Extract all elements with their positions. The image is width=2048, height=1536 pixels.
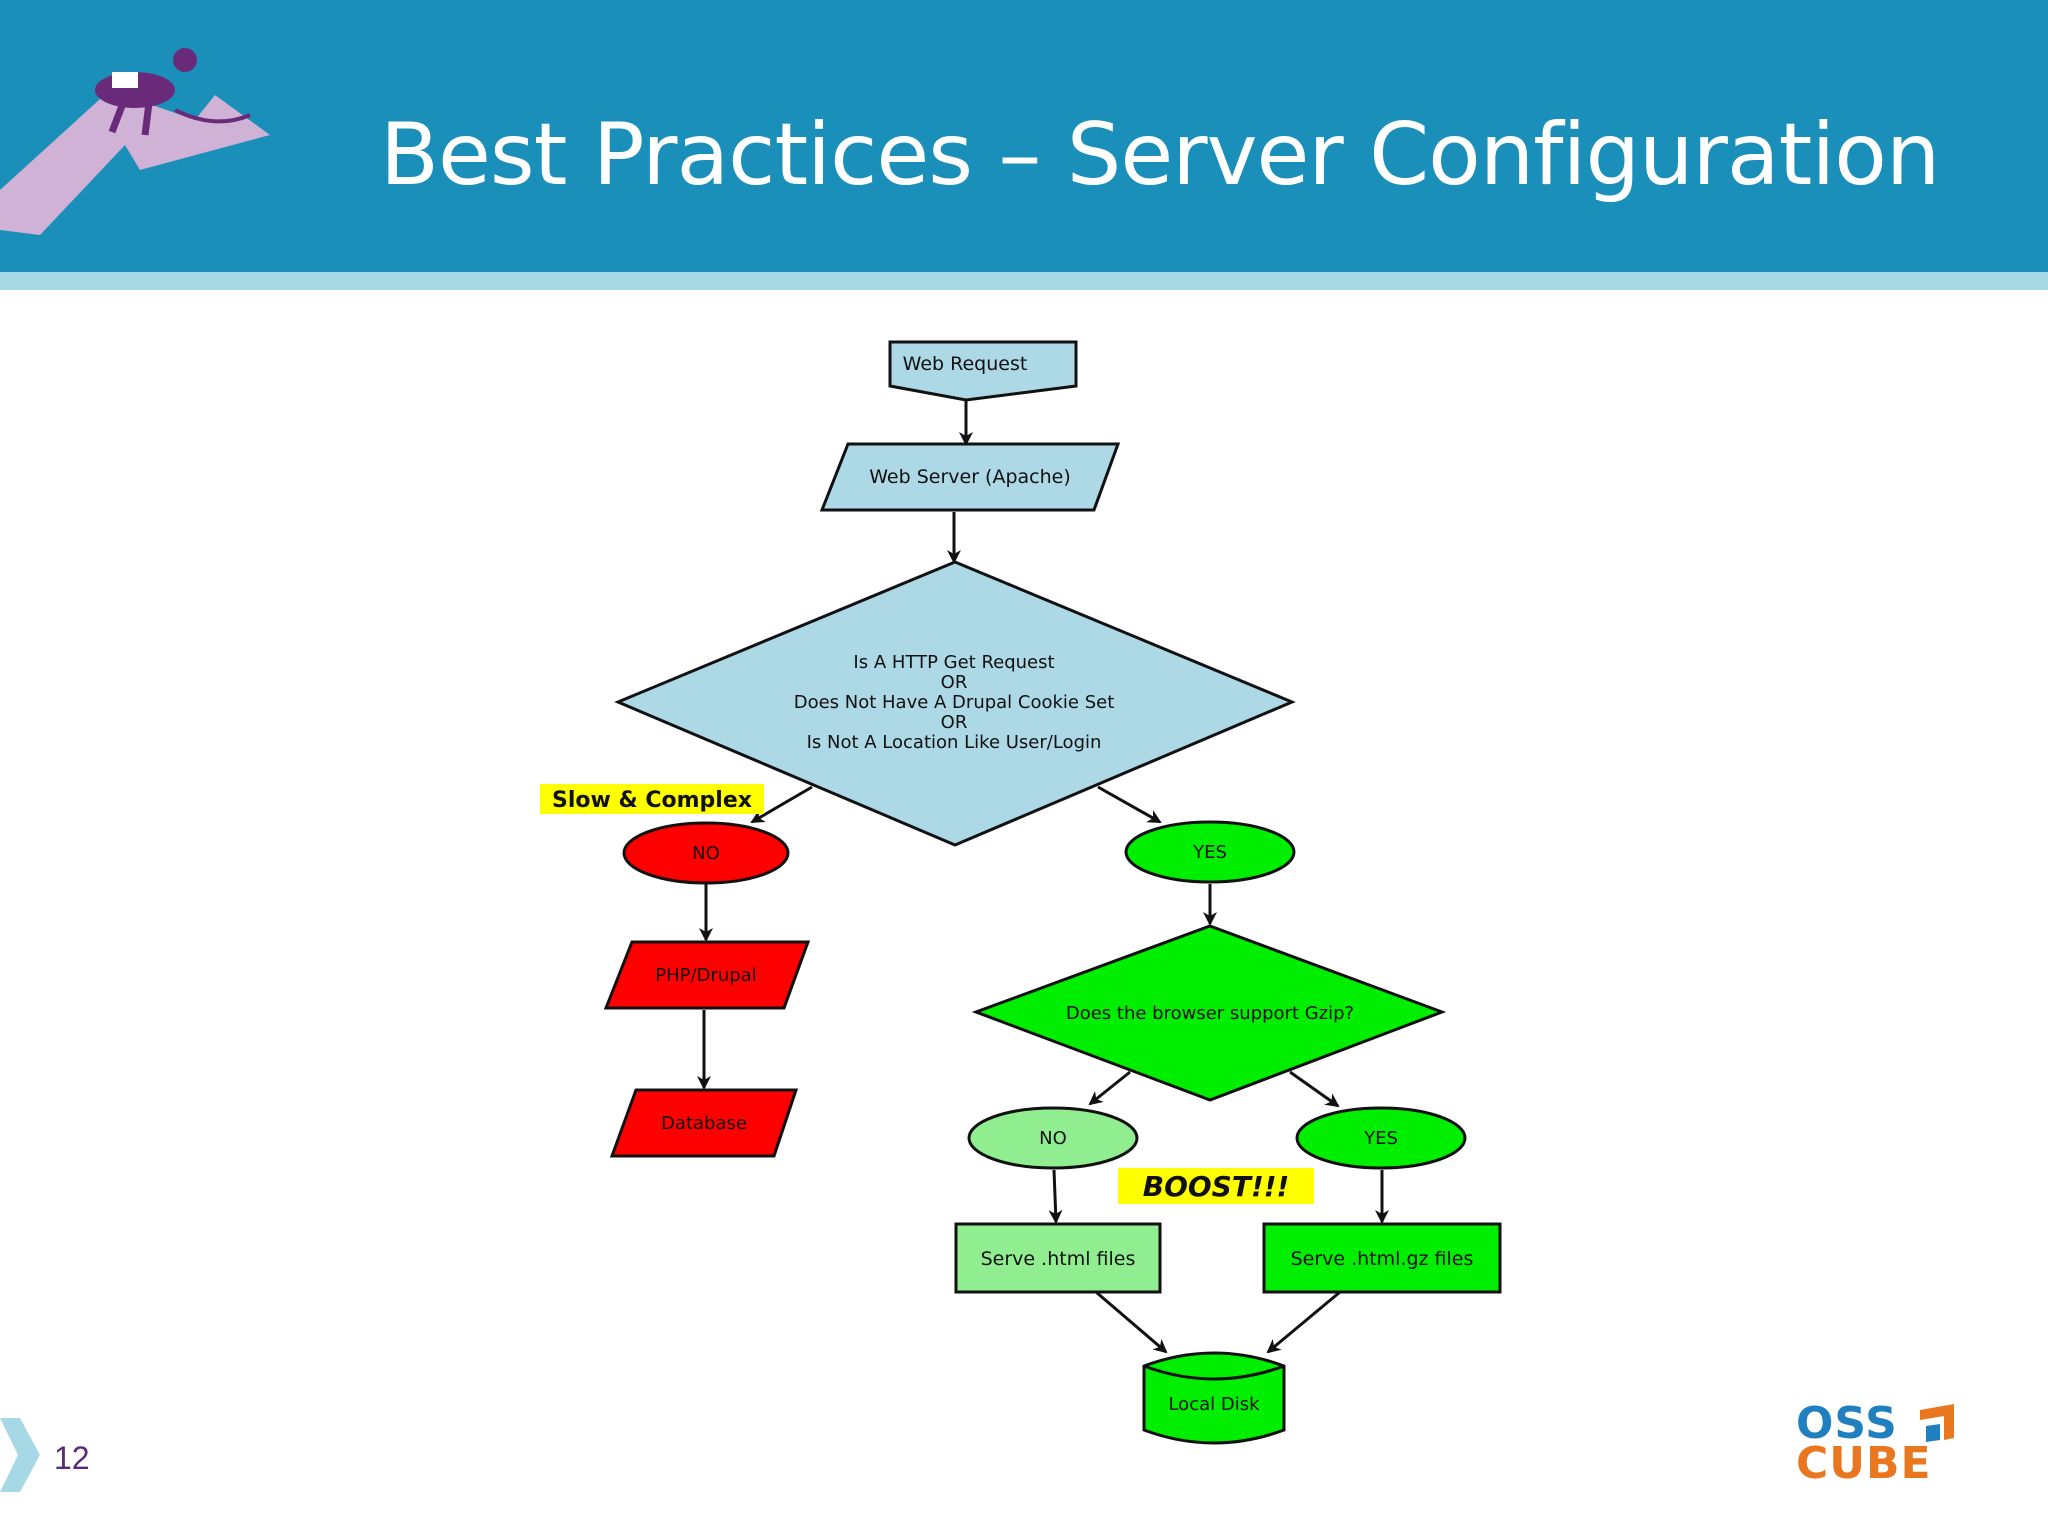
- slide-header: [0, 0, 2048, 272]
- node-local-disk: Local Disk: [1142, 1351, 1286, 1445]
- node-database-label: Database: [661, 1113, 747, 1134]
- header-stripe: [0, 272, 2048, 290]
- node-serve-html: Serve .html files: [954, 1222, 1162, 1294]
- brand-logo-cube: CUBE: [1796, 1438, 1932, 1489]
- node-no-2-label: NO: [1039, 1128, 1067, 1149]
- node-decision-gzip-label: Does the browser support Gzip?: [1066, 1003, 1354, 1024]
- node-yes-2: YES: [1295, 1106, 1467, 1170]
- node-yes-2-label: YES: [1363, 1128, 1398, 1149]
- brand-logo-mark-icon: [1920, 1404, 1954, 1442]
- decision-http-line3: Does Not Have A Drupal Cookie Set: [794, 692, 1115, 713]
- annotation-boost-label: BOOST!!!: [1143, 1170, 1290, 1203]
- node-yes-1: YES: [1124, 820, 1296, 884]
- decision-http-line5: Is Not A Location Like User/Login: [807, 732, 1102, 753]
- brand-logo-oss: OSS: [1796, 1398, 1898, 1449]
- node-php-drupal-label: PHP/Drupal: [655, 965, 756, 986]
- node-decision-http: Is A HTTP Get Request OR Does Not Have A…: [614, 560, 1296, 847]
- node-yes-1-label: YES: [1192, 842, 1227, 863]
- connector-decision-to-yes: [1097, 785, 1162, 824]
- page-number: 12: [54, 1440, 90, 1476]
- node-web-request: Web Request: [888, 340, 1078, 402]
- annotation-boost: BOOST!!!: [1118, 1168, 1314, 1204]
- node-web-server-label: Web Server (Apache): [869, 466, 1071, 488]
- connector-gzip-to-no: [1088, 1070, 1131, 1106]
- connector-serve-html-to-disk: [1095, 1290, 1168, 1354]
- flow-connectors: [697, 396, 1389, 1354]
- decision-http-line4: OR: [941, 712, 968, 733]
- node-local-disk-label: Local Disk: [1168, 1394, 1260, 1415]
- page-chevron-icon: [0, 1418, 40, 1492]
- node-php-drupal: PHP/Drupal: [603, 940, 811, 1010]
- node-no-1-label: NO: [692, 843, 720, 864]
- annotation-slow-complex: Slow & Complex: [540, 784, 764, 814]
- node-serve-html-gz: Serve .html.gz files: [1262, 1222, 1502, 1294]
- node-web-request-label: Web Request: [903, 353, 1028, 375]
- node-decision-gzip: Does the browser support Gzip?: [971, 924, 1447, 1102]
- connector-serve-gz-to-disk: [1266, 1290, 1341, 1354]
- annotation-slow-complex-label: Slow & Complex: [552, 788, 752, 813]
- node-no-2: NO: [967, 1106, 1139, 1170]
- decision-http-line1: Is A HTTP Get Request: [853, 652, 1054, 673]
- decision-http-line2: OR: [941, 672, 968, 693]
- connector-decision-to-no: [750, 785, 813, 824]
- node-no-1: NO: [622, 821, 790, 885]
- node-web-server: Web Server (Apache): [819, 442, 1121, 512]
- rider-on-arrow-logo: [0, 48, 270, 235]
- node-database: Database: [609, 1088, 799, 1158]
- slide-title: Best Practices – Server Configuration: [380, 105, 1940, 205]
- node-serve-html-label: Serve .html files: [981, 1248, 1136, 1270]
- connector-no2-to-serve-html: [1048, 1169, 1063, 1224]
- node-serve-html-gz-label: Serve .html.gz files: [1291, 1248, 1474, 1270]
- connector-gzip-to-yes: [1289, 1070, 1340, 1108]
